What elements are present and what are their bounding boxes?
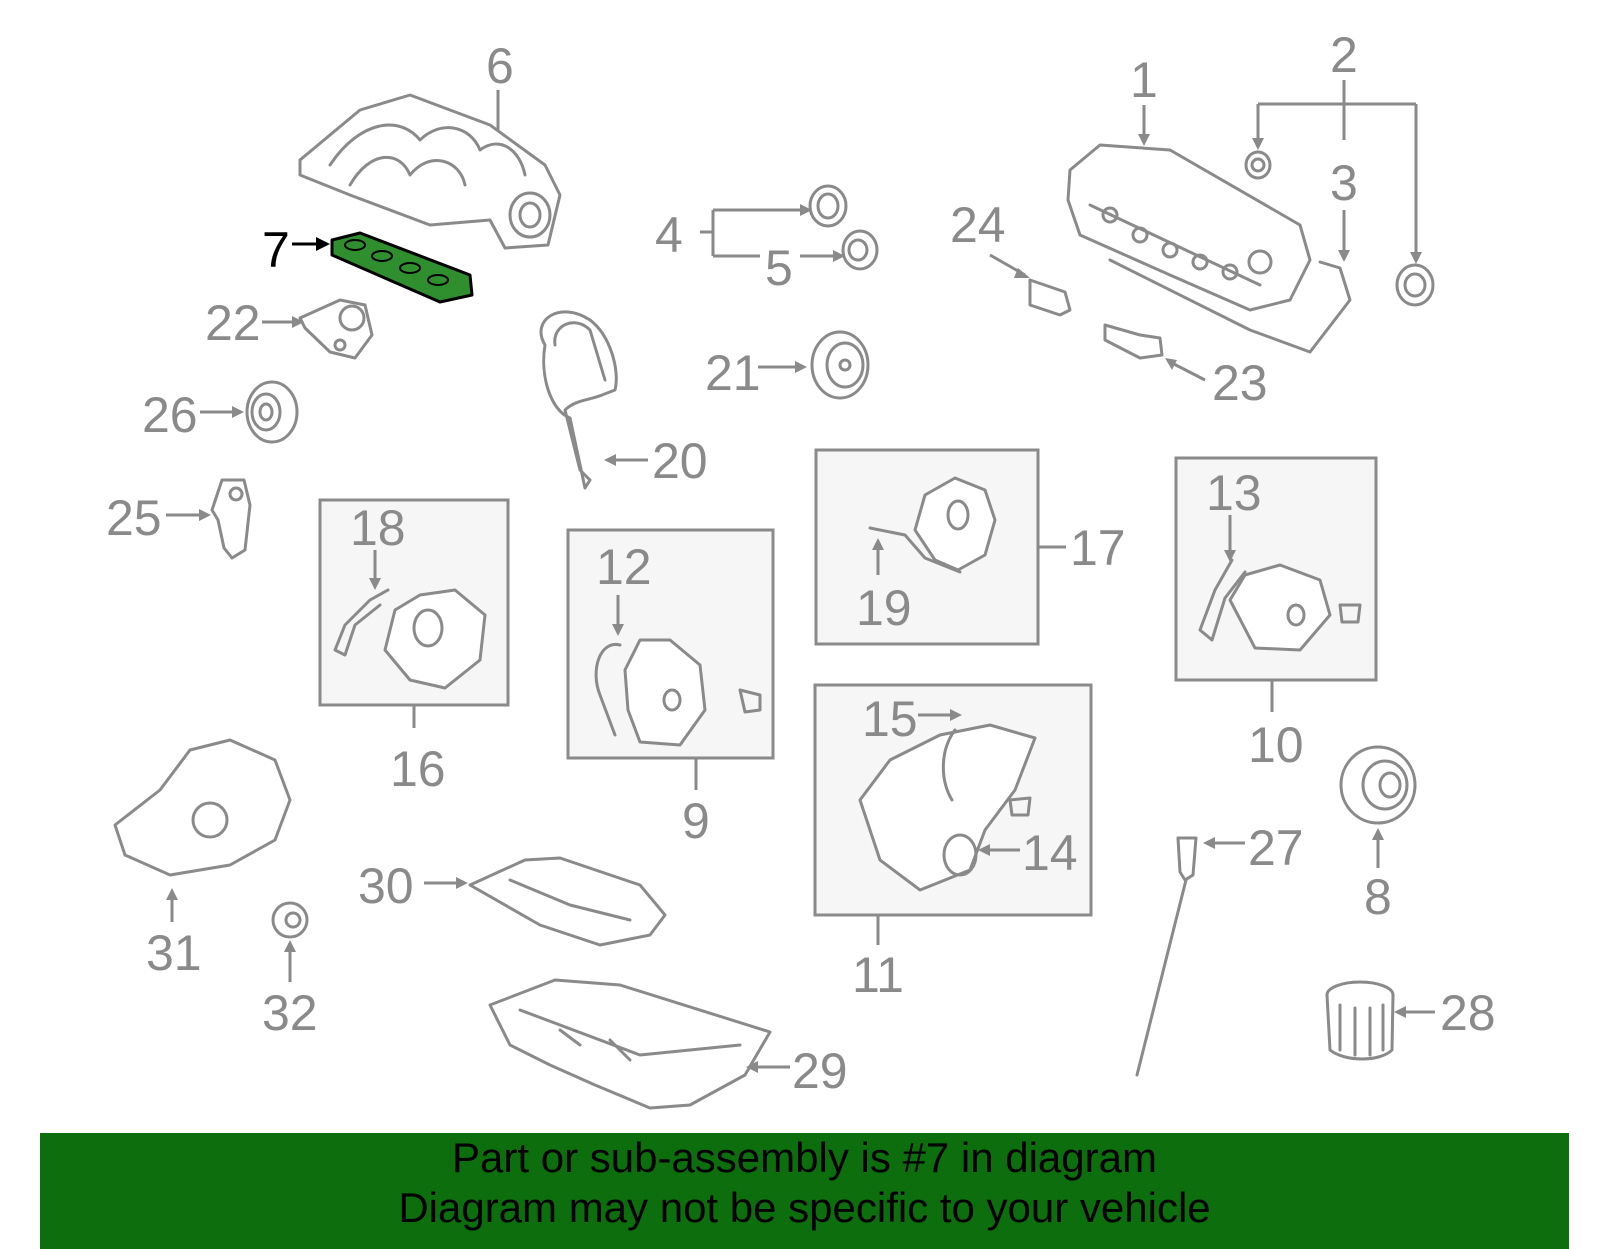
callout-26: 26 — [142, 387, 198, 443]
part-4-cap[interactable] — [808, 184, 848, 228]
callout-17: 17 — [1070, 520, 1126, 576]
callout-3: 3 — [1330, 155, 1358, 211]
callout-22: 22 — [205, 295, 261, 351]
callout-4: 4 — [655, 207, 683, 263]
box-10: 13 — [1174, 456, 1378, 682]
part-10-timing-cover[interactable] — [1228, 563, 1362, 652]
callout-2: 2 — [1330, 27, 1358, 83]
callout-21: 21 — [705, 345, 761, 401]
part-17-timing-cover[interactable] — [913, 476, 997, 572]
box-17: 19 — [814, 448, 1040, 646]
part-1-cylinder-head-cover[interactable] — [1066, 143, 1312, 312]
box-11: 15 14 — [813, 683, 1093, 917]
callout-32: 32 — [262, 985, 318, 1041]
part-18-gasket[interactable] — [333, 588, 390, 657]
callout-6: 6 — [486, 38, 514, 94]
part-27-dipstick[interactable] — [1135, 836, 1198, 1077]
part-25-sensor[interactable] — [210, 478, 252, 560]
banner-line-2: Diagram may not be specific to your vehi… — [398, 1184, 1211, 1231]
callout-25: 25 — [106, 490, 162, 546]
part-32-gear[interactable] — [271, 901, 309, 939]
part-15-seal[interactable] — [941, 728, 957, 802]
callout-12: 12 — [596, 539, 652, 595]
part-12-gasket[interactable] — [594, 643, 622, 737]
box-9: 12 — [566, 528, 775, 760]
part-24-plug[interactable] — [1028, 278, 1072, 317]
part-19-gasket[interactable] — [868, 526, 962, 574]
callout-1: 1 — [1130, 52, 1158, 108]
callout-7: 7 — [262, 222, 290, 278]
part-8-crankshaft-pulley[interactable] — [1339, 745, 1417, 825]
callout-10: 10 — [1248, 717, 1304, 773]
callout-19: 19 — [856, 580, 912, 636]
callout-13: 13 — [1206, 465, 1262, 521]
part-29-oil-pan[interactable] — [488, 978, 772, 1110]
callout-30: 30 — [358, 858, 414, 914]
callout-24: 24 — [950, 197, 1006, 253]
part-26-pulley[interactable] — [245, 380, 299, 444]
callout-8: 8 — [1364, 869, 1392, 925]
callout-28: 28 — [1440, 985, 1496, 1041]
part-22-mount[interactable] — [298, 298, 374, 360]
callout-11: 11 — [852, 947, 904, 1003]
part-9-timing-cover[interactable] — [623, 638, 762, 747]
banner-line-1: Part or sub-assembly is #7 in diagram — [452, 1134, 1157, 1181]
callout-31: 31 — [146, 925, 202, 981]
part-11-timing-cover[interactable] — [858, 723, 1037, 892]
part-13-gasket[interactable] — [1198, 558, 1247, 642]
callout-20: 20 — [652, 433, 708, 489]
part-5-seal[interactable] — [841, 229, 879, 271]
callout-18: 18 — [350, 500, 406, 556]
callout-23: 23 — [1212, 355, 1268, 411]
part-16-timing-cover[interactable] — [383, 588, 487, 690]
callout-9: 9 — [682, 793, 710, 849]
part-21-camshaft-pulley[interactable] — [810, 330, 870, 400]
info-banner: Part or sub-assembly is #7 in diagram Di… — [40, 1133, 1569, 1249]
box-16: 18 — [318, 498, 510, 707]
part-23-bolt[interactable] — [1103, 323, 1164, 360]
part-7-intake-gasket-highlighted[interactable] — [330, 231, 474, 304]
part-30-baffle-plate[interactable] — [468, 856, 667, 947]
callout-16: 16 — [390, 741, 446, 797]
part-3-head-cover-gasket[interactable] — [1108, 258, 1352, 354]
part-20-timing-belt[interactable] — [539, 310, 618, 490]
part-31-oil-pump[interactable] — [113, 738, 292, 877]
callout-15: 15 — [862, 691, 918, 747]
part-2-seal[interactable] — [1244, 150, 1435, 307]
callout-14: 14 — [1022, 825, 1078, 881]
callout-27: 27 — [1248, 820, 1304, 876]
part-6-intake-manifold[interactable] — [298, 93, 562, 250]
callout-5: 5 — [765, 240, 793, 296]
callout-29: 29 — [792, 1043, 848, 1099]
part-28-oil-filter[interactable] — [1325, 980, 1395, 1061]
